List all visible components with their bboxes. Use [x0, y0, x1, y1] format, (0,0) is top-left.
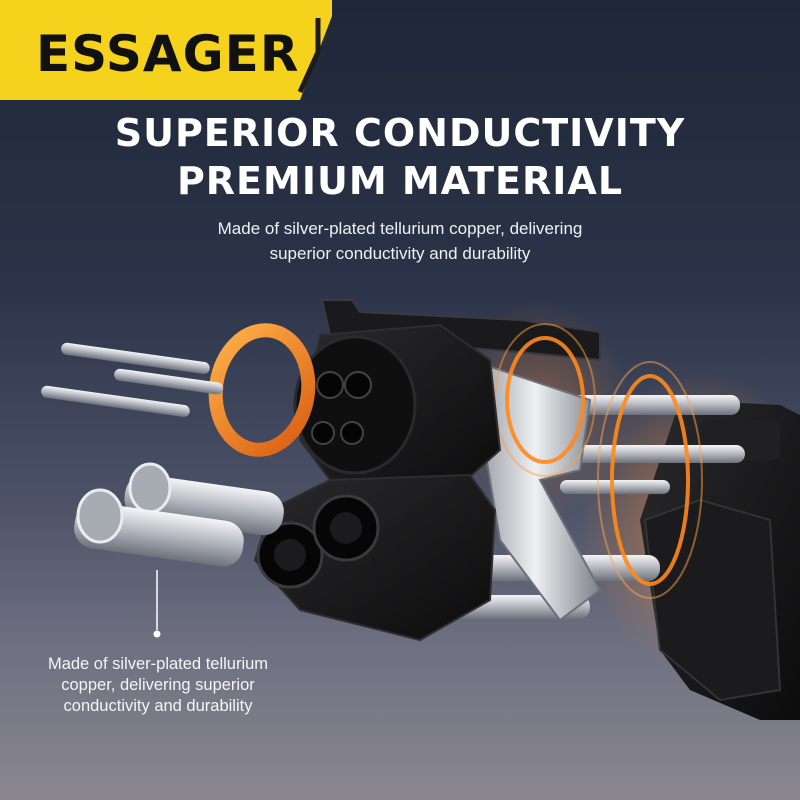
energy-rings — [494, 323, 703, 599]
front-housing-upper — [293, 323, 502, 492]
logo-badge-shape — [0, 0, 332, 100]
headline-line-1: SUPERIOR CONDUCTIVITY — [114, 111, 686, 155]
callout-leader — [153, 570, 161, 638]
loose-dc-terminals — [74, 462, 284, 567]
description-line-2: superior conductivity and durability — [269, 244, 531, 263]
front-housing-lower — [253, 473, 497, 642]
metal-frame — [468, 358, 602, 622]
callout-line-3: conductivity and durability — [63, 697, 253, 715]
headline-line-2: PREMIUM MATERIAL — [176, 159, 624, 203]
loose-ac-pins — [41, 342, 224, 417]
callout-line-2: copper, delivering superior — [61, 676, 255, 694]
description-line-1: Made of silver-plated tellurium copper, … — [217, 219, 583, 238]
callout-line-1: Made of silver-plated tellurium — [47, 655, 269, 673]
brand-logo: ESSAGER — [0, 0, 332, 112]
brand-name: ESSAGER — [36, 25, 300, 83]
